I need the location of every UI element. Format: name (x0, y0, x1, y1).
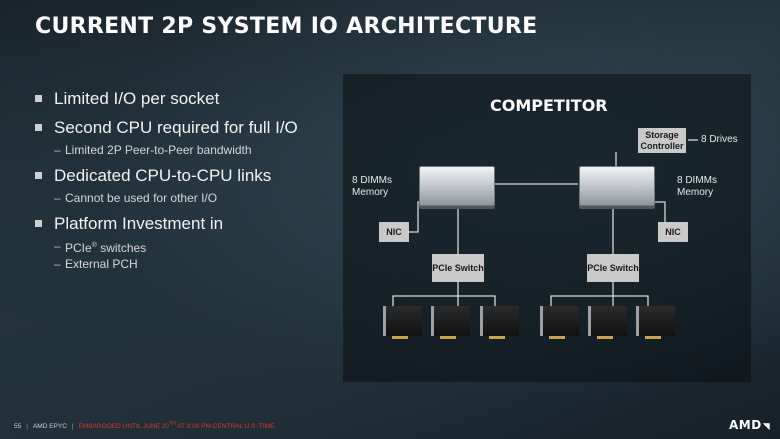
bullet-square-icon (35, 172, 42, 179)
dash-icon: – (54, 191, 61, 205)
bullet-text: Second CPU required for full I/O (54, 118, 298, 137)
footer: 55|AMD EPYC|EMBARGOED UNTIL JUNE 20TH AT… (14, 421, 275, 431)
cpu-right-chip-icon (579, 166, 655, 206)
sub-bullet-text: switches (100, 241, 147, 255)
sub-bullet-item: – External PCH (35, 256, 335, 272)
embargo-rest: AT 3:00 PM CENTRAL U.S. TIME (177, 423, 275, 431)
amd-logo-text: AMD (729, 418, 762, 432)
footer-brand: AMD EPYC (32, 423, 67, 431)
pcie-card-icon (431, 306, 470, 339)
page-number: 55 (14, 423, 22, 431)
competitor-label: COMPETITOR (490, 96, 608, 115)
sub-bullet-text: External PCH (65, 257, 138, 271)
sub-bullet-item: – Limited 2P Peer-to-Peer bandwidth (35, 142, 335, 158)
embargo-text: EMBARGOED UNTIL JUNE 20 (78, 423, 170, 431)
sub-bullet-item: – Cannot be used for other I/O (35, 190, 335, 206)
diagram-connectors (392, 139, 698, 306)
left-pcie-switch-box: PCIe Switch (432, 254, 484, 282)
bullet-square-icon (35, 220, 42, 227)
bullet-list: Limited I/O per socket Second CPU requir… (35, 88, 335, 279)
left-nic-line (409, 201, 428, 233)
amd-logo: AMD◥ (729, 418, 770, 432)
bullet-text: Platform Investment in (54, 214, 224, 233)
right-fan-line (550, 282, 614, 306)
pcie-card-icon (540, 306, 579, 339)
bullet-item: Dedicated CPU-to-CPU links (35, 165, 335, 187)
cpu-left-chip-icon (419, 166, 495, 206)
drives-label: 8 Drives (701, 134, 738, 145)
right-pcie-switch-box: PCIe Switch (587, 254, 639, 282)
storage-controller-box: Storage Controller (638, 128, 686, 153)
left-fan-line (392, 282, 459, 306)
registered-mark: ® (91, 242, 97, 249)
bullet-item: Limited I/O per socket (35, 88, 335, 110)
architecture-diagram: Storage Controller 8 Drives 8 DIMMs Memo… (343, 74, 751, 382)
dash-icon: – (54, 239, 61, 253)
dash-icon: – (54, 257, 61, 271)
left-fan-line (458, 295, 496, 306)
bullet-square-icon (35, 95, 42, 102)
bullet-text: Dedicated CPU-to-CPU links (54, 166, 272, 185)
right-memory-label: 8 DIMMs Memory (677, 175, 717, 198)
bullet-item: Second CPU required for full I/O (35, 117, 335, 139)
sub-bullet-text: Limited 2P Peer-to-Peer bandwidth (65, 143, 252, 157)
pcie-card-icon (636, 306, 675, 339)
bullet-text: Limited I/O per socket (54, 89, 220, 108)
dash-icon: – (54, 143, 61, 157)
right-nic-box: NIC (658, 222, 688, 242)
embargo-sup: TH (169, 421, 176, 427)
sub-bullet-item: – PCIe® switches (35, 238, 335, 256)
left-nic-box: NIC (379, 222, 409, 242)
left-memory-label: 8 DIMMs Memory (352, 175, 392, 198)
amd-arrow-icon: ◥ (762, 422, 771, 432)
right-fan-line (613, 295, 649, 306)
pcie-card-icon (480, 306, 519, 339)
bullet-item: Platform Investment in (35, 213, 335, 235)
bullet-square-icon (35, 124, 42, 131)
slide-title: CURRENT 2P SYSTEM IO ARCHITECTURE (35, 14, 538, 39)
sub-bullet-text: PCIe (65, 241, 92, 255)
pcie-card-icon (383, 306, 422, 339)
sub-bullet-text: Cannot be used for other I/O (65, 191, 218, 205)
pcie-card-icon (588, 306, 627, 339)
